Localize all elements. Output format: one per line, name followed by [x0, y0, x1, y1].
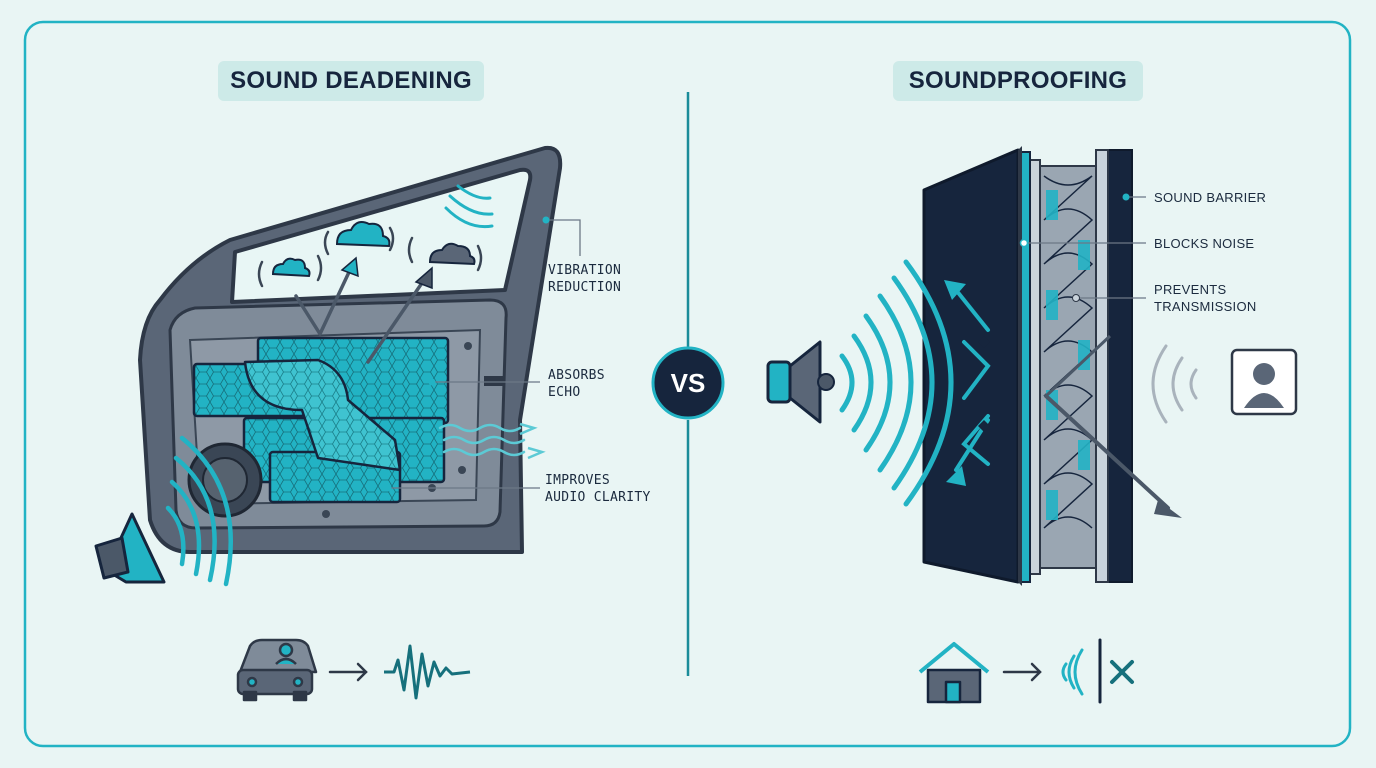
left-sound-waves [165, 435, 233, 587]
callout-line: IMPROVES [545, 473, 611, 488]
callout-prevents-transmission: PREVENTS TRANSMISSION [1154, 281, 1257, 315]
callout-line: TRANSMISSION [1154, 299, 1257, 314]
muffled-waves [1151, 344, 1198, 424]
callout-line: SOUND BARRIER [1154, 190, 1267, 205]
vs-label: VS [670, 368, 706, 398]
callout-vibration-reduction: VIBRATION REDUCTION [548, 262, 621, 296]
callout-sound-barrier: SOUND BARRIER [1154, 189, 1266, 206]
wall-diamonds [978, 336, 990, 432]
right-speaker-icon [766, 340, 835, 424]
callout-line: VIBRATION [548, 263, 622, 278]
callout-line: ECHO [548, 385, 581, 400]
callout-line: BLOCKS NOISE [1154, 236, 1255, 251]
callout-line: ABSORBS [548, 368, 605, 383]
vs-badge [651, 346, 725, 420]
callout-improves-audio-clarity: IMPROVES AUDIO CLARITY [545, 472, 651, 506]
right-sound-waves [839, 259, 954, 507]
left-callout-leaders [388, 219, 581, 489]
listener-icon [1230, 348, 1298, 416]
house-icon [918, 642, 990, 704]
callout-absorbs-echo: ABSORBS ECHO [548, 367, 605, 401]
transmission-arrow [1044, 394, 1170, 510]
blocked-sound-icon [1061, 638, 1134, 704]
car-with-driver-icon [236, 638, 318, 702]
arrow-right-icon-2 [1002, 662, 1042, 682]
wall-cross-section [922, 146, 1133, 586]
window-corner-waves [444, 184, 494, 229]
arrow-right-icon [328, 662, 368, 682]
reflect-line [1044, 334, 1112, 398]
callout-line: AUDIO CLARITY [545, 490, 651, 505]
left-speaker-icon [94, 512, 166, 584]
callout-line: REDUCTION [548, 280, 622, 295]
sound-deadening-title: SOUND DEADENING [218, 61, 484, 101]
window-wave-marks [257, 226, 483, 288]
sound-wave-icon [384, 644, 471, 700]
exit-wave-lines [438, 423, 526, 457]
vibration-arrows [294, 268, 426, 364]
callout-line: PREVENTS [1154, 282, 1227, 297]
vibration-clouds [271, 221, 476, 278]
soundproofing-title: SOUNDPROOFING [893, 61, 1143, 101]
callout-blocks-noise: BLOCKS NOISE [1154, 235, 1254, 252]
